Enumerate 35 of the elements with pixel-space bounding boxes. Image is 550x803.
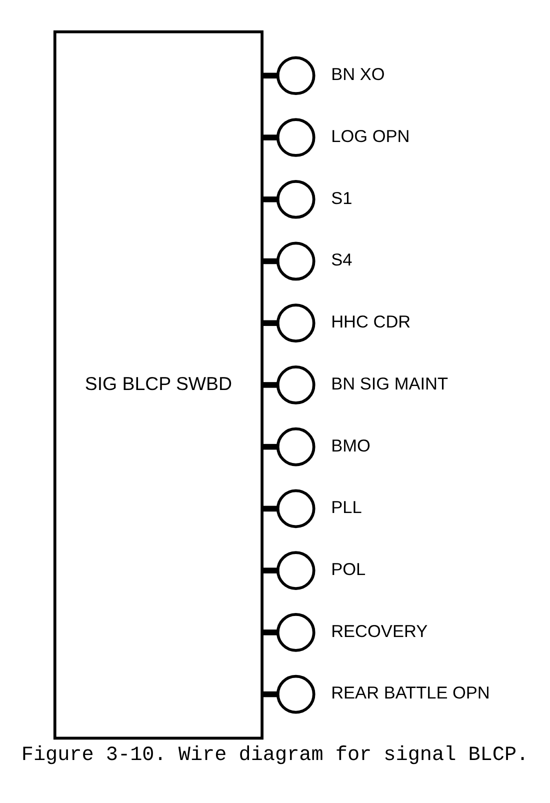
- node-label: REAR BATTLE OPN: [331, 682, 490, 703]
- node-circle: [276, 612, 316, 652]
- node-label: S4: [331, 250, 352, 270]
- node-circle: [276, 56, 316, 96]
- node-circle: [276, 551, 316, 590]
- node-circle: [276, 489, 316, 528]
- connector: [262, 258, 278, 264]
- node-label: S1: [331, 188, 352, 208]
- caption: Figure 3-10. Wire diagram for signal BLCP.: [21, 744, 529, 768]
- connector: [262, 382, 278, 388]
- node-box: SIG BLCP SWBD: [53, 30, 264, 740]
- node-circle: [276, 427, 316, 466]
- node-label: PLL: [331, 497, 362, 518]
- node-label: LOG OPN: [331, 126, 410, 146]
- node-label: BMO: [331, 435, 370, 456]
- connector: [262, 444, 278, 450]
- node-circle: [276, 674, 316, 714]
- connector: [262, 134, 278, 140]
- node-label: POL: [331, 559, 366, 580]
- node-label: HHC CDR: [331, 312, 411, 332]
- node-circle: [276, 242, 316, 281]
- node-circle: [276, 180, 316, 219]
- node-circle: [276, 118, 316, 157]
- node-label: BN XO: [331, 64, 385, 84]
- node-circle: [276, 366, 316, 404]
- node-label: BN SIG MAINT: [331, 373, 448, 394]
- node-label: RECOVERY: [331, 620, 428, 641]
- connector: [262, 72, 278, 79]
- connector: [262, 568, 278, 574]
- connector: [262, 196, 278, 202]
- connector: [262, 506, 278, 512]
- node-circle: [276, 304, 316, 343]
- connector: [262, 320, 278, 326]
- connector: [262, 630, 278, 636]
- connector: [262, 691, 278, 698]
